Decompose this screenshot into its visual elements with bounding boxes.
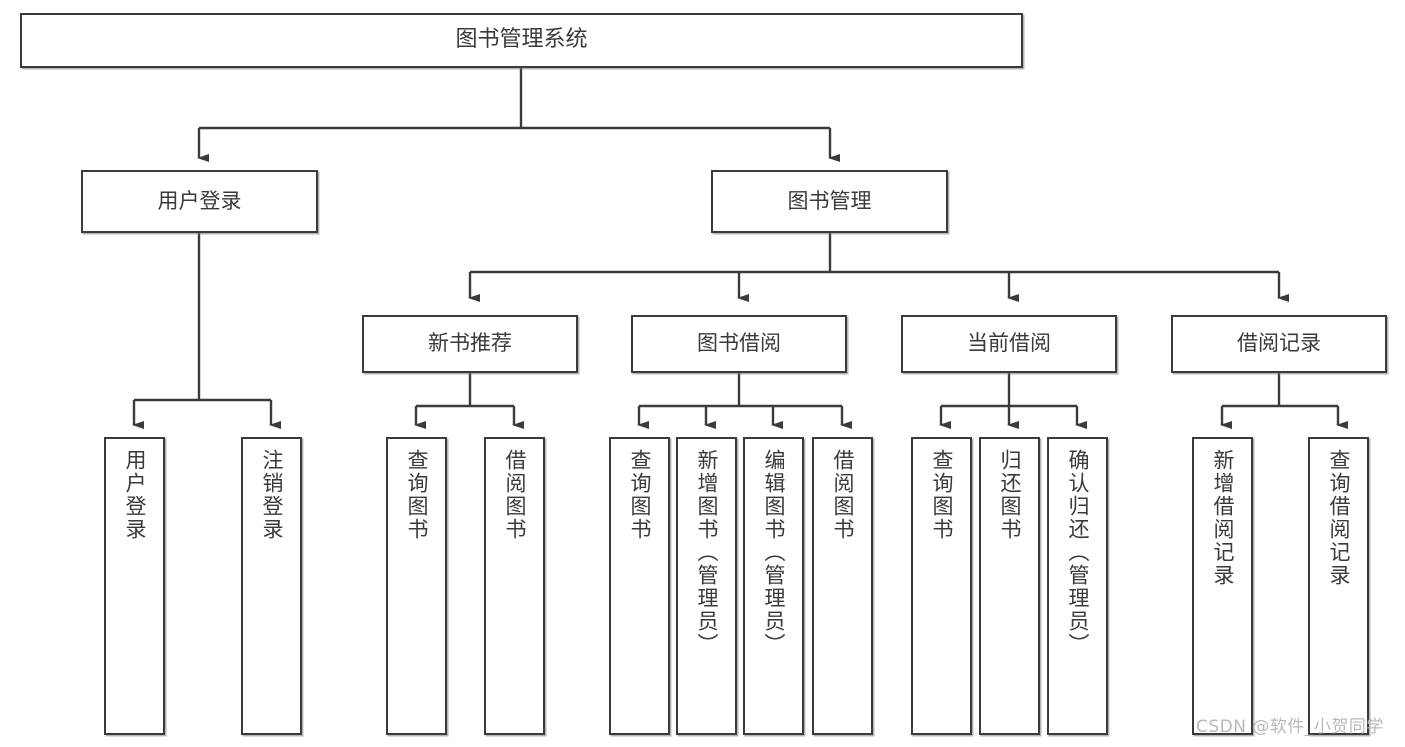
node-root-system[interactable]: 图书管理系统 bbox=[20, 13, 1023, 68]
node-leaf-query-borrow-record[interactable]: 查询借阅记录 bbox=[1308, 437, 1369, 735]
node-current-borrow[interactable]: 当前借阅 bbox=[901, 315, 1117, 373]
node-label: 编辑图书（管理员） bbox=[762, 449, 786, 656]
node-book-borrow[interactable]: 图书借阅 bbox=[631, 315, 847, 373]
node-leaf-return-book[interactable]: 归还图书 bbox=[979, 437, 1040, 735]
node-leaf-borrow-book-2[interactable]: 借阅图书 bbox=[812, 437, 873, 735]
node-leaf-query-book-1[interactable]: 查询图书 bbox=[386, 437, 447, 735]
node-label: 新增图书（管理员） bbox=[695, 449, 719, 656]
node-label: 借阅图书 bbox=[831, 449, 855, 541]
node-new-book-recommend[interactable]: 新书推荐 bbox=[362, 315, 578, 373]
node-label: 归还图书 bbox=[998, 449, 1022, 541]
node-label: 图书管理 bbox=[787, 188, 872, 213]
node-label: 用户登录 bbox=[123, 449, 147, 541]
node-label: 借阅记录 bbox=[1237, 331, 1321, 356]
node-label: 图书管理系统 bbox=[455, 27, 588, 53]
node-leaf-add-borrow-record[interactable]: 新增借阅记录 bbox=[1192, 437, 1253, 735]
node-label: 注销登录 bbox=[260, 449, 284, 541]
node-label: 查询图书 bbox=[930, 449, 954, 541]
node-label: 查询借阅记录 bbox=[1327, 449, 1351, 587]
node-label: 借阅图书 bbox=[503, 449, 527, 541]
node-label: 用户登录 bbox=[157, 188, 242, 213]
node-user-login[interactable]: 用户登录 bbox=[81, 170, 318, 233]
node-leaf-edit-book[interactable]: 编辑图书（管理员） bbox=[743, 437, 804, 735]
node-leaf-add-book[interactable]: 新增图书（管理员） bbox=[676, 437, 737, 735]
node-leaf-borrow-book-1[interactable]: 借阅图书 bbox=[484, 437, 545, 735]
node-label: 新增借阅记录 bbox=[1211, 449, 1235, 587]
node-leaf-logout-login[interactable]: 注销登录 bbox=[241, 437, 302, 735]
node-leaf-user-login[interactable]: 用户登录 bbox=[104, 437, 165, 735]
node-label: 查询图书 bbox=[405, 449, 429, 541]
node-leaf-query-book-3[interactable]: 查询图书 bbox=[911, 437, 972, 735]
node-label: 查询图书 bbox=[628, 449, 652, 541]
node-book-management[interactable]: 图书管理 bbox=[711, 170, 948, 233]
node-label: 确认归还（管理员） bbox=[1066, 449, 1090, 656]
node-borrow-record[interactable]: 借阅记录 bbox=[1171, 315, 1387, 373]
node-label: 当前借阅 bbox=[967, 331, 1051, 356]
csdn-watermark: CSDN @软件_小贺同学 bbox=[1196, 717, 1384, 737]
node-leaf-confirm-return[interactable]: 确认归还（管理员） bbox=[1047, 437, 1108, 735]
node-leaf-query-book-2[interactable]: 查询图书 bbox=[609, 437, 670, 735]
node-label: 图书借阅 bbox=[697, 331, 781, 356]
node-label: 新书推荐 bbox=[428, 331, 512, 356]
